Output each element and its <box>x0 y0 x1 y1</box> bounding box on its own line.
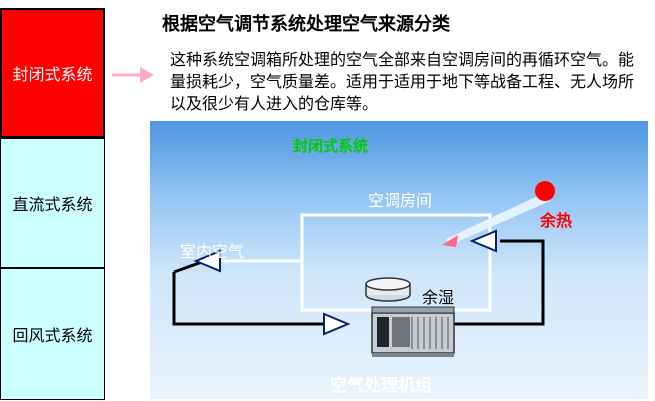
heat-source-icon <box>535 181 555 201</box>
sidebar-item-label: 封闭式系统 <box>12 65 93 84</box>
sidebar-item-label: 直流式系统 <box>12 195 93 214</box>
diagram-drawing <box>172 181 555 357</box>
page-title: 根据空气调节系统处理空气来源分类 <box>162 14 450 35</box>
room-inlet-arrow-icon <box>469 229 497 253</box>
diagram-title: 封闭式系统 <box>293 137 369 155</box>
sidebar-item-return-air-system[interactable]: 回风式系统 <box>0 268 105 400</box>
ahu-unit-icon <box>371 306 455 357</box>
supply-arrow-icon <box>323 312 351 336</box>
return-duct-down <box>172 272 327 326</box>
sidebar-item-closed-system[interactable]: 封闭式系统 <box>0 8 105 138</box>
moisture-label: 余湿 <box>422 288 455 307</box>
description-text: 这种系统空调箱所处理的空气全部来自空调房间的再循环空气。能量损耗少，空气质量差。… <box>170 50 635 113</box>
heat-label: 余热 <box>540 211 573 230</box>
heat-arrow-tip-icon <box>442 235 458 247</box>
return-duct-link <box>173 260 203 274</box>
closed-system-diagram: 封闭式系统 空调房间 室内空气 余热 余湿 空气处理机组 <box>150 121 648 399</box>
room-label: 空调房间 <box>368 191 433 210</box>
supply-duct <box>450 239 545 326</box>
pointer-arrow-icon <box>112 67 154 83</box>
sidebar-item-label: 回风式系统 <box>12 326 93 345</box>
indoor-air-arrow-icon <box>193 249 221 273</box>
sidebar-item-direct-system[interactable]: 直流式系统 <box>0 138 105 268</box>
indoor-air-label: 室内空气 <box>180 242 245 261</box>
ahu-label: 空气处理机组 <box>330 376 432 396</box>
heat-beam <box>446 193 550 245</box>
sidebar-nav: 封闭式系统 直流式系统 回风式系统 <box>0 8 108 400</box>
moisture-icon <box>365 277 411 291</box>
